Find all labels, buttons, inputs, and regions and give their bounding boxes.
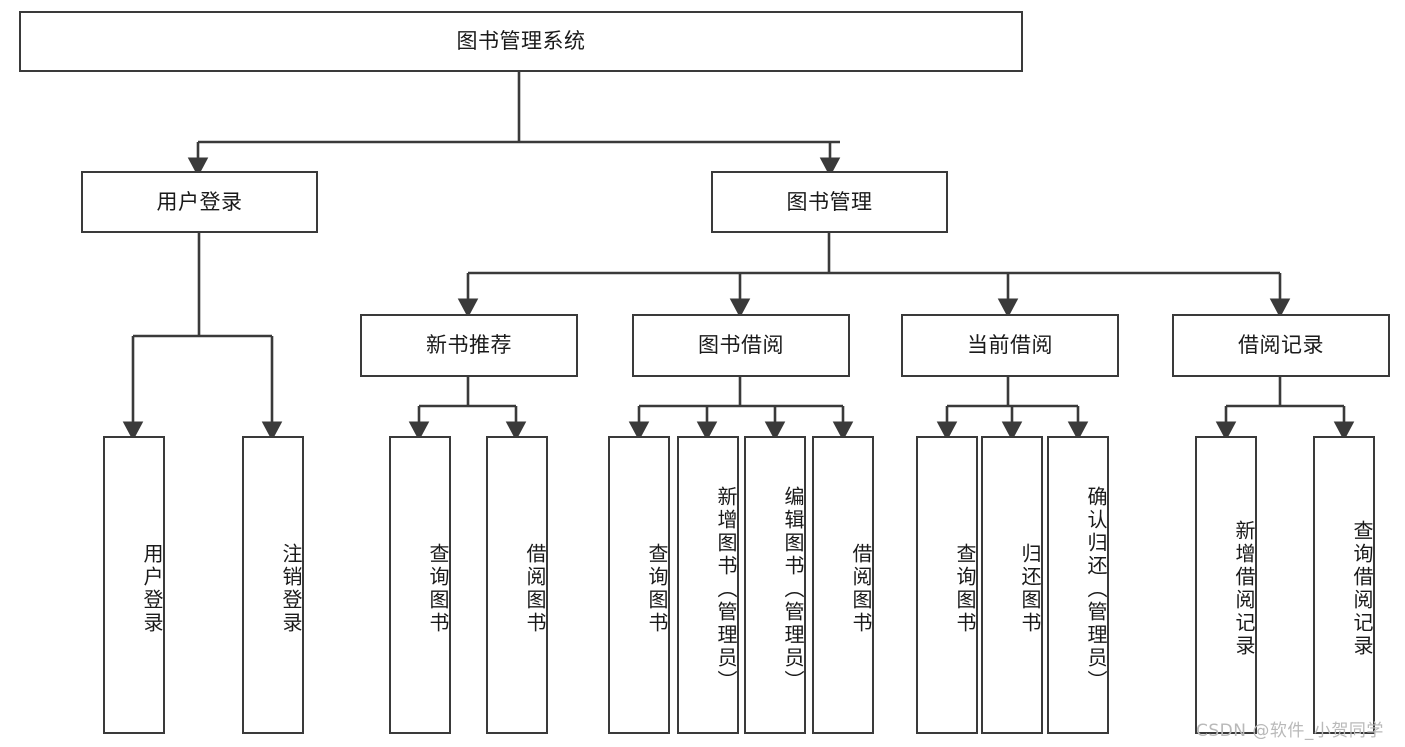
csdn-watermark: CSDN @软件_小贺同学: [1196, 721, 1384, 741]
node-book-borrow[interactable]: 图书借阅: [632, 314, 850, 377]
node-leaf-edit-book[interactable]: 编辑图书（管理员）: [744, 436, 806, 734]
node-leaf-add-book-label: 新增图书（管理员）: [714, 485, 738, 693]
node-leaf-borrow-book-1-label: 借阅图书: [523, 543, 547, 635]
node-leaf-user-login[interactable]: 用户登录: [103, 436, 165, 734]
node-current-borrow-label: 当前借阅: [967, 333, 1053, 358]
node-leaf-confirm-return-label: 确认归还（管理员）: [1084, 485, 1108, 693]
node-root-label: 图书管理系统: [456, 29, 586, 54]
node-new-book-recommend-label: 新书推荐: [426, 333, 512, 358]
node-leaf-add-record[interactable]: 新增借阅记录: [1195, 436, 1257, 734]
node-new-book-recommend[interactable]: 新书推荐: [360, 314, 578, 377]
node-leaf-add-book[interactable]: 新增图书（管理员）: [677, 436, 739, 734]
node-leaf-query-book-1-label: 查询图书: [426, 543, 450, 635]
node-leaf-query-book-3[interactable]: 查询图书: [916, 436, 978, 734]
node-leaf-borrow-book-2[interactable]: 借阅图书: [812, 436, 874, 734]
node-leaf-user-login-label: 用户登录: [140, 543, 164, 635]
node-leaf-return-book-label: 归还图书: [1018, 543, 1042, 635]
node-book-manage-label: 图书管理: [786, 189, 873, 214]
node-leaf-query-book-3-label: 查询图书: [953, 543, 977, 635]
node-leaf-borrow-book-2-label: 借阅图书: [849, 543, 873, 635]
node-leaf-edit-book-label: 编辑图书（管理员）: [781, 485, 805, 693]
node-leaf-add-record-label: 新增借阅记录: [1232, 520, 1256, 658]
node-borrow-record-label: 借阅记录: [1238, 333, 1324, 358]
node-current-borrow[interactable]: 当前借阅: [901, 314, 1119, 377]
node-root-book-management-system[interactable]: 图书管理系统: [19, 11, 1023, 72]
node-leaf-query-book-2-label: 查询图书: [645, 543, 669, 635]
node-leaf-query-record[interactable]: 查询借阅记录: [1313, 436, 1375, 734]
node-leaf-query-book-1[interactable]: 查询图书: [389, 436, 451, 734]
node-borrow-record[interactable]: 借阅记录: [1172, 314, 1390, 377]
node-user-login-label: 用户登录: [156, 189, 243, 214]
node-leaf-logout-login-label: 注销登录: [279, 543, 303, 635]
node-user-login[interactable]: 用户登录: [81, 171, 318, 233]
node-book-borrow-label: 图书借阅: [698, 333, 784, 358]
node-leaf-query-book-2[interactable]: 查询图书: [608, 436, 670, 734]
node-leaf-query-record-label: 查询借阅记录: [1350, 520, 1374, 658]
node-book-manage[interactable]: 图书管理: [711, 171, 948, 233]
node-leaf-borrow-book-1[interactable]: 借阅图书: [486, 436, 548, 734]
node-leaf-confirm-return[interactable]: 确认归还（管理员）: [1047, 436, 1109, 734]
node-leaf-return-book[interactable]: 归还图书: [981, 436, 1043, 734]
node-leaf-logout-login[interactable]: 注销登录: [242, 436, 304, 734]
